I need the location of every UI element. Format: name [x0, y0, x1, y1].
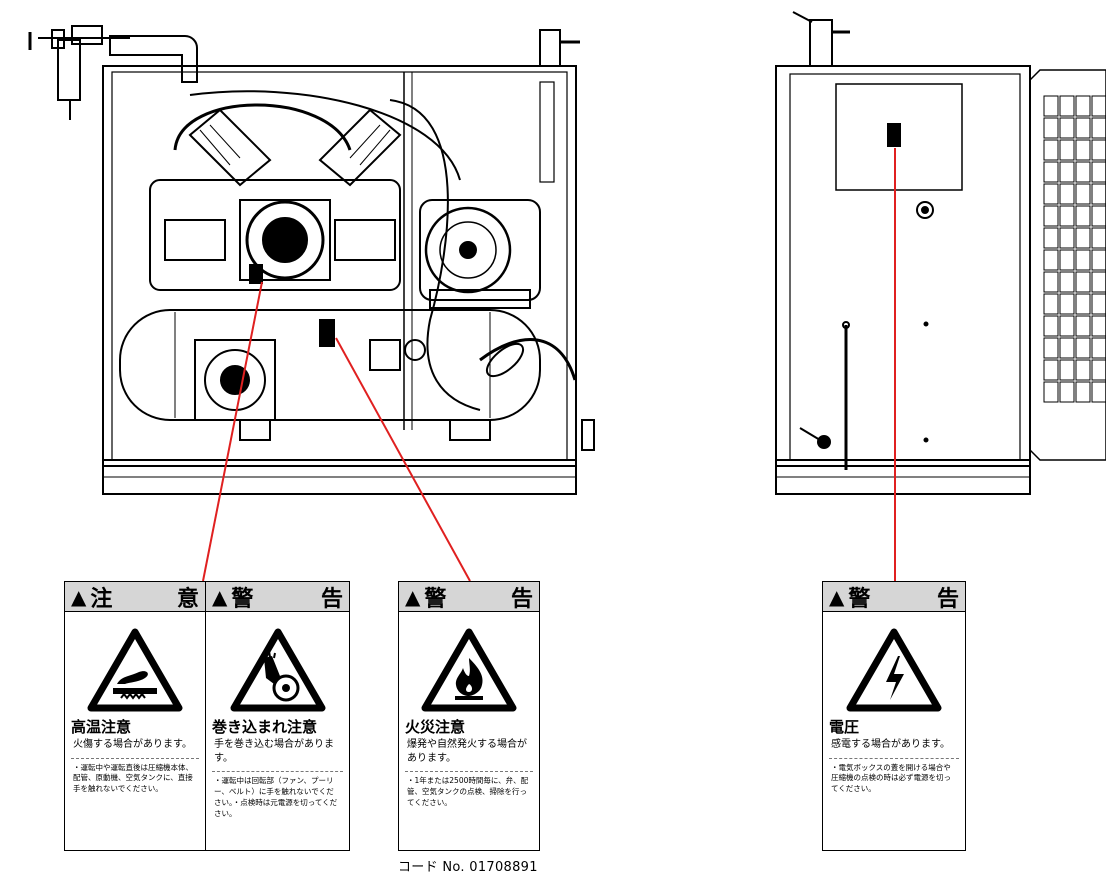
- label-title: 火災注意: [405, 718, 466, 736]
- radiator-grid: [1043, 95, 1106, 403]
- label-header: ▲ 注意: [65, 582, 205, 612]
- label-note: ・運転中は回転部（ファン、プーリー、ベルト）に手を触れないでください。・点検時は…: [214, 776, 338, 818]
- warning-voltage-label: ▲ 警告 電圧 感電する場合があります。 ・電気ボックスの蓋を開ける場合や圧縮機…: [822, 581, 966, 851]
- leader-line-fire: [335, 337, 471, 582]
- label-divider: [405, 771, 533, 772]
- label-header-text: 警告: [231, 586, 343, 612]
- warning-entangle-label: ▲ 警告 巻き込まれ注意 手を巻き込む場合があります。 ・運転中は回転部（ファン…: [205, 581, 350, 851]
- warning-triangle-icon: ▲: [71, 584, 87, 609]
- label-note: ・運転中や運転直後は圧縮機本体、配管、原動機、空気タンクに、直接手を触れないでく…: [73, 762, 193, 794]
- side-view-drawing: [775, 11, 1106, 495]
- warning-triangle-icon: ▲: [212, 584, 228, 609]
- leader-line-heat: [202, 281, 263, 582]
- label-divider: [829, 757, 959, 759]
- label-note: ・電気ボックスの蓋を開ける場合や圧縮機の点検の時は必ず電源を切ってください。: [831, 762, 951, 794]
- code-number: コード No. 01708891: [398, 860, 538, 875]
- label-divider: [212, 771, 343, 772]
- warning-triangle-icon: ▲: [405, 584, 421, 609]
- label-divider: [71, 757, 199, 759]
- label-subtitle: 手を巻き込む場合があります。: [214, 739, 334, 764]
- label-header-text: 注意: [90, 586, 199, 612]
- label-header: ▲ 警告: [206, 582, 349, 612]
- high-voltage-icon: [846, 628, 942, 712]
- warning-fire-label: ▲ 警告 火災注意 爆発や自然発火する場合があります。 ・1年または2500時間…: [398, 581, 540, 851]
- hand-entanglement-icon: [230, 628, 325, 712]
- label-header-text: 警告: [848, 586, 959, 612]
- label-header: ▲ 警告: [399, 582, 539, 612]
- label-subtitle: 火傷する場合があります。: [73, 739, 192, 750]
- leader-lines: [202, 148, 896, 582]
- label-subtitle: 爆発や自然発火する場合があります。: [407, 739, 527, 764]
- label-title: 電圧: [829, 718, 860, 736]
- hot-surface-icon: [87, 628, 183, 712]
- front-view-drawing: [28, 25, 595, 495]
- warning-triangle-icon: ▲: [829, 584, 845, 609]
- label-note: ・1年または2500時間毎に、弁、配管、空気タンクの点検、掃除を行ってください。: [407, 776, 529, 807]
- label-header: ▲ 警告: [823, 582, 965, 612]
- label-subtitle: 感電する場合があります。: [831, 739, 950, 750]
- label-header-text: 警告: [424, 586, 533, 612]
- caution-heat-label: ▲ 注意 高温注意 火傷する場合があります。 ・運転中や運転直後は圧縮機本体、配…: [64, 581, 206, 851]
- label-title: 巻き込まれ注意: [212, 718, 318, 736]
- flame-icon: [421, 628, 517, 712]
- label-title: 高温注意: [71, 718, 132, 736]
